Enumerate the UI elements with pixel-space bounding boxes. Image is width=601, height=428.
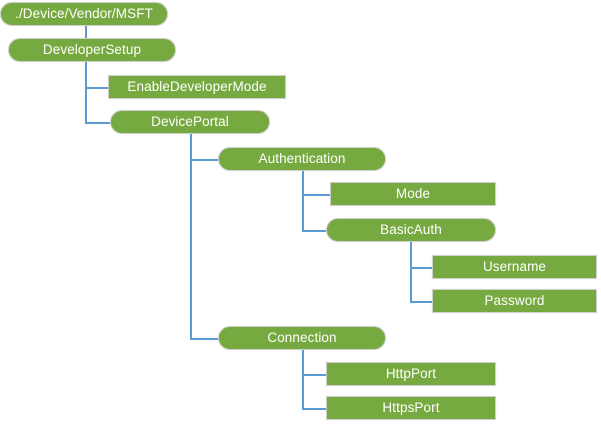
connector-root-to-developer-setup (85, 26, 87, 38)
tree-node-label-authentication: Authentication (258, 151, 346, 167)
tree-node-http-port[interactable]: HttpPort (326, 362, 496, 386)
tree-node-label-device-portal: DevicePortal (151, 114, 229, 130)
connector-connection-to-http-port (302, 374, 326, 376)
tree-node-label-enable-developer-mode: EnableDeveloperMode (127, 79, 267, 95)
connector-basic-auth-to-username (410, 267, 432, 269)
tree-node-authentication[interactable]: Authentication (218, 147, 386, 171)
tree-node-basic-auth[interactable]: BasicAuth (326, 218, 496, 242)
tree-node-mode[interactable]: Mode (330, 182, 496, 206)
tree-node-label-root: ./Device/Vendor/MSFT (15, 6, 153, 22)
connector-authentication-to-mode (302, 194, 330, 196)
connector-device-portal-to-authentication (190, 159, 218, 161)
tree-node-label-basic-auth: BasicAuth (380, 222, 442, 238)
tree-node-label-developer-setup: DeveloperSetup (42, 42, 142, 58)
connector-basic-auth-trunk (410, 242, 412, 302)
tree-node-label-connection: Connection (267, 330, 337, 346)
connector-device-portal-trunk (190, 134, 192, 338)
connector-basic-auth-to-password (410, 301, 432, 303)
connector-developer-setup-to-enable-developer-mode (85, 87, 108, 89)
connector-connection-trunk (302, 350, 304, 409)
connector-authentication-to-basic-auth (302, 230, 326, 232)
tree-node-label-username: Username (482, 259, 547, 275)
connector-connection-to-https-port (302, 408, 326, 410)
tree-node-https-port[interactable]: HttpsPort (326, 396, 496, 420)
tree-node-connection[interactable]: Connection (218, 326, 386, 350)
tree-node-enable-developer-mode[interactable]: EnableDeveloperMode (108, 75, 286, 99)
tree-node-label-http-port: HttpPort (385, 366, 437, 382)
tree-node-username[interactable]: Username (432, 255, 597, 279)
connector-developer-setup-to-device-portal (85, 122, 110, 124)
tree-node-label-mode: Mode (395, 186, 431, 202)
connector-developer-setup-trunk (85, 62, 87, 123)
tree-node-developer-setup[interactable]: DeveloperSetup (8, 38, 176, 62)
connector-device-portal-to-connection (190, 338, 218, 340)
tree-node-device-portal[interactable]: DevicePortal (110, 110, 270, 134)
tree-node-root[interactable]: ./Device/Vendor/MSFT (0, 2, 168, 26)
tree-node-password[interactable]: Password (432, 289, 597, 313)
connector-authentication-trunk (302, 171, 304, 230)
tree-node-label-password: Password (484, 293, 545, 309)
tree-node-label-https-port: HttpsPort (382, 400, 440, 416)
